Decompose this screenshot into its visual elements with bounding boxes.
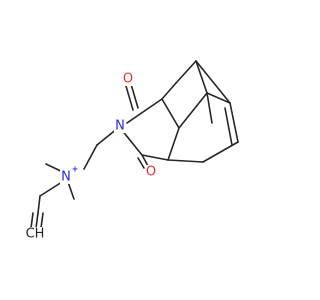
oxygen-top-label: O xyxy=(123,72,133,87)
imide-ring-bonds xyxy=(120,98,180,161)
ammonium-charge-label: + xyxy=(72,165,79,174)
atom-label-nitrogen-imide: N xyxy=(114,119,126,134)
carbonyl-bonds xyxy=(125,83,149,169)
atom-label-nitrogen-ammonium: N + xyxy=(60,165,78,185)
nitrogen-ammonium-label: N xyxy=(61,170,71,185)
atom-label-oxygen-bottom: O xyxy=(145,165,157,180)
ethyl-linker-bonds xyxy=(83,127,119,170)
oxygen-bottom-label: O xyxy=(146,165,156,180)
atom-label-oxygen-top: O xyxy=(122,72,134,87)
norbornene-bonds xyxy=(161,60,239,163)
nitrogen-imide-label: N xyxy=(115,119,125,134)
chemical-structure: O O N N + CH xyxy=(25,60,239,242)
ammonium-bonds xyxy=(37,163,75,214)
alkyne-terminal-label: CH xyxy=(26,227,45,242)
atom-label-alkyne-terminal: CH xyxy=(25,227,45,242)
alkyne-triple-bond xyxy=(30,212,44,229)
